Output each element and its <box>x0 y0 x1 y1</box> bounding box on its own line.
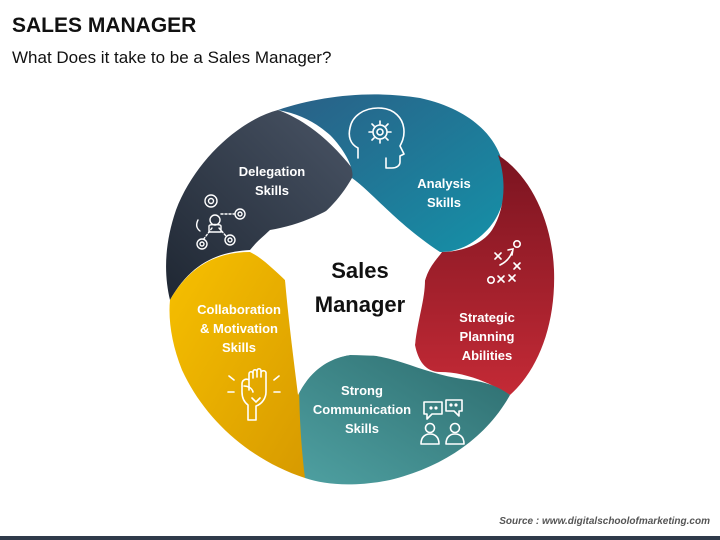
delegation-label-line-2: Skills <box>255 183 289 198</box>
strategy-play-icon <box>486 240 521 284</box>
center-label-line-1: Sales <box>331 258 389 283</box>
delegation-targets-icon <box>195 194 246 250</box>
communication-label-line-1: Strong <box>341 383 383 398</box>
segment-delegation <box>166 110 357 300</box>
center-label-line-2: Manager <box>315 292 406 317</box>
collaboration-label-line-1: Collaboration <box>197 302 281 317</box>
delegation-label-line-1: Delegation <box>239 164 306 179</box>
strategic-label-line-2: Planning <box>460 329 515 344</box>
bottom-bar <box>0 536 720 540</box>
raised-fist-icon <box>227 367 281 421</box>
segment-strategic <box>415 155 555 395</box>
conversation-icon <box>420 399 465 445</box>
collaboration-label-line-2: & Motivation <box>200 321 278 336</box>
segment-analysis <box>278 94 505 252</box>
page-title: SALES MANAGER <box>12 14 197 37</box>
head-gear-icon <box>348 107 405 169</box>
segment-communication <box>291 354 510 485</box>
strategic-label-line-3: Abilities <box>462 348 513 363</box>
segment-collaboration <box>169 252 305 478</box>
strategic-label-line-1: Strategic <box>459 310 515 325</box>
center-star <box>250 178 440 395</box>
analysis-label-line-2: Skills <box>427 195 461 210</box>
collaboration-label-line-3: Skills <box>222 340 256 355</box>
communication-label-line-3: Skills <box>345 421 379 436</box>
source-citation: Source : www.digitalschoolofmarketing.co… <box>499 516 710 527</box>
communication-label-line-2: Communication <box>313 402 411 417</box>
analysis-label-line-1: Analysis <box>417 176 470 191</box>
page-subtitle: What Does it take to be a Sales Manager? <box>12 48 332 67</box>
